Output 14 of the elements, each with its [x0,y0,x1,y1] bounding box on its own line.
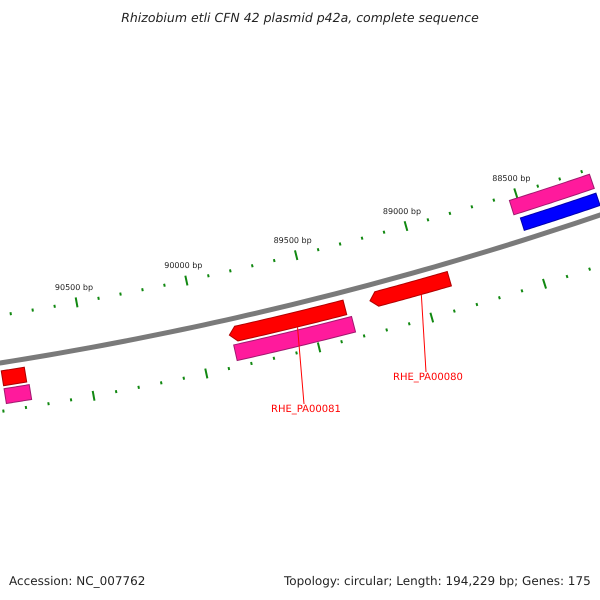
tick-label: 89000 bp [382,207,422,216]
leader-line [420,294,426,372]
gene-label: RHE_PA00080 [393,372,463,382]
gene-label: RHE_PA00081 [271,404,341,414]
tick-label: 89500 bp [274,236,312,246]
gene-arrow [228,299,348,342]
tick-label: 88500 bp [492,174,530,184]
title: Rhizobium etli CFN 42 plasmid p42a, complete sequence [120,10,480,25]
tick-label: 90000 bp [164,261,202,270]
leader-line [297,326,304,404]
footer-text: Accession: NC_007762 [9,574,146,588]
gene-arrow [369,270,452,307]
footer-text: Topology: circular; Length: 194,229 bp; Genes: 175 [284,574,591,588]
tick-label: 90500 bp [54,283,94,292]
